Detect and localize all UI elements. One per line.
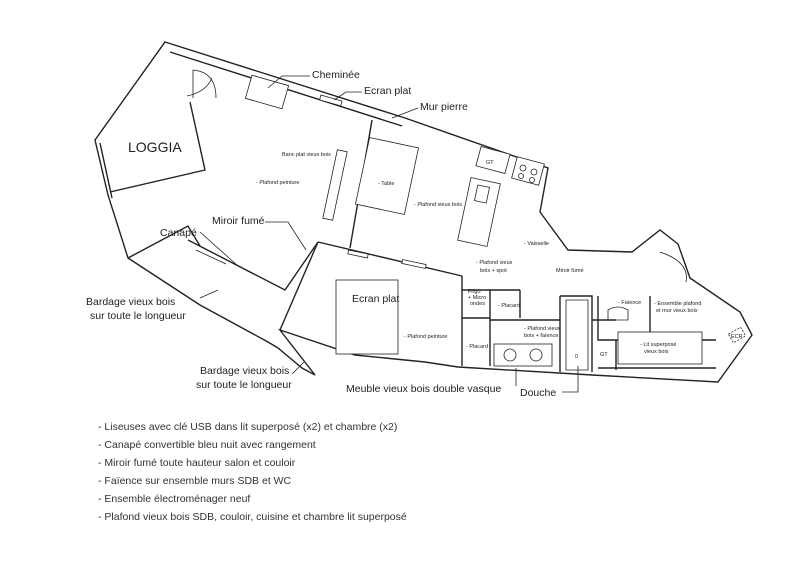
placard-1-label: - Placard xyxy=(498,303,520,309)
legend-item: - Canapé convertible bleu nuit avec rang… xyxy=(98,439,316,451)
frigo-label-2: + Micro xyxy=(468,295,486,301)
loggia-wall xyxy=(109,101,206,193)
gt-wc-label: GT xyxy=(600,352,608,358)
leader-bardage-1 xyxy=(199,289,219,299)
living-partition xyxy=(127,225,201,259)
corner-box xyxy=(727,326,747,344)
meuble-label: Meuble vieux bois double vasque xyxy=(346,383,501,395)
exterior-wall xyxy=(94,41,753,383)
sofa-area-wall xyxy=(187,239,319,291)
bedroom-wall-lower xyxy=(279,241,319,331)
shower xyxy=(565,299,589,371)
frigo-label-3: ondes xyxy=(470,301,485,307)
cheminee-label: Cheminée xyxy=(312,69,360,81)
fireplace xyxy=(244,74,290,110)
canape-label: Canapé xyxy=(160,227,197,239)
legend-item: - Liseuses avec clé USB dans lit superpo… xyxy=(98,421,398,433)
lit-label-2: vieux bois xyxy=(644,349,669,355)
bardage-1-line2: sur toute le longueur xyxy=(90,310,186,322)
legend-item: - Plafond vieux bois SDB, couloir, cuisi… xyxy=(98,511,407,523)
sink xyxy=(473,184,491,204)
kitchen-island xyxy=(457,177,501,247)
ensemble-label-1: - Ensemble plafond xyxy=(654,301,701,307)
salon-door xyxy=(186,77,213,97)
wooden-bench xyxy=(322,149,348,221)
leader-ecran-plat xyxy=(333,91,362,101)
legend-item: - Miroir fumé toute hauteur salon et cou… xyxy=(98,457,296,469)
double-vanity xyxy=(493,343,553,367)
utility-walls xyxy=(461,276,560,366)
ensemble-label-2: et mur vieux bois xyxy=(656,308,698,314)
bunk-bed xyxy=(617,331,703,365)
plafond-couloir-label-1: - Plafond vieux xyxy=(476,260,513,266)
plafond-peinture-chambre-label: - Plafond peinture xyxy=(404,334,447,340)
leader-miroir xyxy=(265,221,307,251)
miroir-couloir-label: Miroir fumé xyxy=(556,268,584,274)
ecran-plat-bedroom-label: Ecran plat xyxy=(352,293,399,305)
plafond-peinture-salon-label: - Plafond peinture xyxy=(256,180,299,186)
table-label: - Table xyxy=(378,181,394,187)
toilet xyxy=(607,306,629,321)
dining-table xyxy=(355,137,419,215)
plafond-sdb-label-1: - Plafond vieux xyxy=(524,326,561,332)
miroir-fume-label: Miroir fumé xyxy=(212,215,265,227)
leader-bardage-2 xyxy=(291,361,305,375)
tv-bedroom-2 xyxy=(347,249,369,259)
bardage-2-line1: Bardage vieux bois xyxy=(200,365,289,377)
sofa xyxy=(195,249,227,265)
corridor-door xyxy=(659,251,687,283)
loggia-door xyxy=(192,69,217,99)
bardage-2-line2: sur toute le longueur xyxy=(196,379,292,391)
leader-douche xyxy=(562,366,579,393)
placard-2-label: - Placard xyxy=(466,344,488,350)
gt-kitchen-label: GT xyxy=(486,160,494,166)
loggia-label: LOGGIA xyxy=(128,139,182,155)
banc-label: Banc plat vieux bois xyxy=(282,152,331,158)
douche-mark-label: 0 xyxy=(575,354,578,360)
lit-label-1: - Lit superposé xyxy=(640,342,676,348)
tv-bedroom xyxy=(401,259,427,269)
tv-salon xyxy=(319,94,343,107)
corner-label: ECR xyxy=(731,334,743,340)
leader-mur-pierre xyxy=(391,107,419,119)
cooktop xyxy=(511,156,545,186)
frigo-label-1: Frigo xyxy=(468,289,481,295)
leader-canape xyxy=(199,231,239,267)
bed xyxy=(335,279,399,355)
ecran-plat-top-label: Ecran plat xyxy=(364,85,411,97)
mur-pierre-label: Mur pierre xyxy=(420,101,468,113)
leader-cheminee xyxy=(267,75,310,89)
legend-item: - Ensemble électroménager neuf xyxy=(98,493,251,505)
plafond-cuisine-label: - Plafond vieux bois xyxy=(414,202,462,208)
plafond-sdb-label-2: bois + faïence xyxy=(524,333,558,339)
vaisselle-label: - Vaisselle xyxy=(524,241,549,247)
legend-item: - Faïence sur ensemble murs SDB et WC xyxy=(98,475,292,487)
legend-list: - Liseuses avec clé USB dans lit superpo… xyxy=(98,418,407,526)
kitchen-counter xyxy=(475,145,511,175)
bardage-1-line1: Bardage vieux bois xyxy=(86,296,175,308)
faience-label: - Faïence xyxy=(618,300,641,306)
plafond-couloir-label-2: bois + spot xyxy=(480,268,507,274)
douche-label: Douche xyxy=(520,387,556,399)
bedroom-wall xyxy=(317,241,463,277)
